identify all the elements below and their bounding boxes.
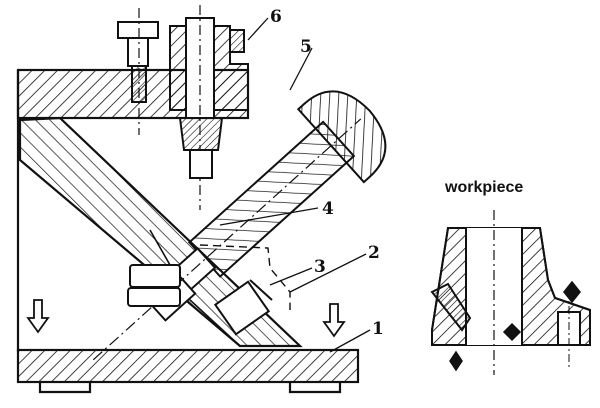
callout-5: 5 xyxy=(300,37,312,57)
top-screw-assembly xyxy=(117,5,249,210)
clamp-force-arrows xyxy=(26,299,346,338)
base-plate xyxy=(16,348,360,384)
callout-4: 4 xyxy=(322,199,334,219)
nut-stack xyxy=(127,264,181,307)
locator-pin xyxy=(213,279,273,336)
locator-diamond-icon xyxy=(449,350,463,372)
callout-1: 1 xyxy=(372,319,384,339)
workpiece-caption: workpiece xyxy=(444,179,523,196)
callout-leaders xyxy=(219,17,371,353)
inclined-hole xyxy=(430,282,472,332)
locating-symbols xyxy=(449,280,581,372)
locator-diamond-icon xyxy=(563,280,581,304)
callout-2: 2 xyxy=(368,243,380,263)
inclined-support xyxy=(18,116,303,348)
locator-diamond-icon xyxy=(502,322,522,342)
lever-head xyxy=(296,90,387,184)
down-arrow-icon xyxy=(26,299,50,334)
phantom-workpiece xyxy=(199,244,291,310)
down-arrow-icon xyxy=(322,303,346,338)
callout-3: 3 xyxy=(314,257,326,277)
callout-6: 6 xyxy=(270,7,282,27)
base-feet xyxy=(38,382,342,394)
